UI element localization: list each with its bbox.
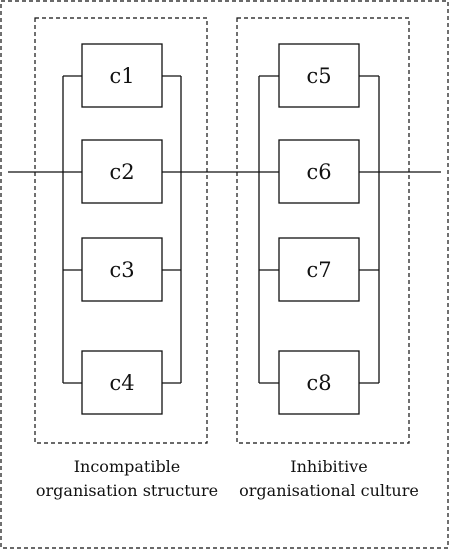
group-caption-line2: organisational culture <box>239 481 419 500</box>
component-label: c6 <box>306 160 331 184</box>
component-box: c2 <box>81 139 163 204</box>
component-box: c4 <box>81 350 163 415</box>
component-box: c8 <box>278 350 360 415</box>
group-caption-line1: Inhibitive <box>290 457 367 476</box>
component-label: c7 <box>306 258 331 282</box>
component-label: c8 <box>306 371 331 395</box>
component-box: c6 <box>278 139 360 204</box>
component-box: c7 <box>278 237 360 302</box>
component-label: c3 <box>109 258 134 282</box>
component-box: c5 <box>278 43 360 108</box>
group-boundary-culture <box>236 17 410 444</box>
component-box: c3 <box>81 237 163 302</box>
component-box: c1 <box>81 43 163 108</box>
group-boundary-structure <box>34 17 208 444</box>
component-label: c2 <box>109 160 134 184</box>
group-caption-line1: Incompatible <box>74 457 181 476</box>
component-label: c1 <box>109 64 134 88</box>
group-caption-line2: organisation structure <box>36 481 218 500</box>
component-label: c4 <box>109 371 134 395</box>
component-label: c5 <box>306 64 331 88</box>
